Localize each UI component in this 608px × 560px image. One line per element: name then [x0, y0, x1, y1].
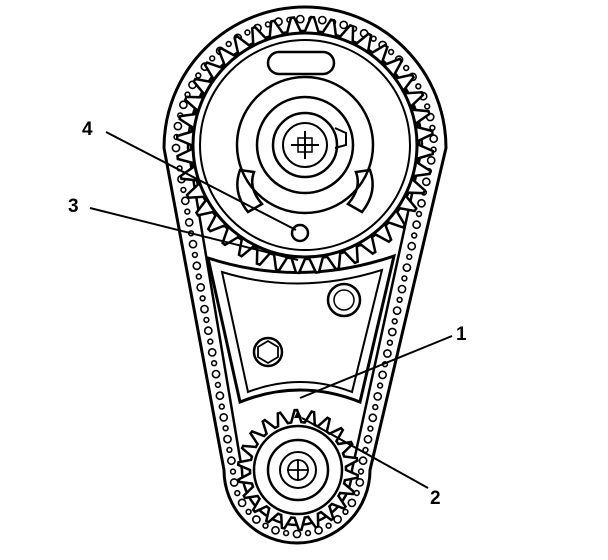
chain-link-pin — [195, 72, 202, 79]
chain-link-pin — [429, 134, 439, 144]
chain-link-pin — [378, 370, 387, 380]
crankshaft-sprocket — [236, 408, 360, 532]
camshaft-sprocket — [175, 15, 435, 275]
chain-link-pin — [373, 391, 383, 401]
chain-link-pin — [415, 83, 422, 90]
chain-link-pin — [339, 20, 349, 30]
chain-link-pin — [412, 220, 421, 230]
chain-link-pin — [402, 263, 412, 272]
chain-link-pin — [357, 468, 365, 475]
chain-link-pin — [237, 498, 247, 508]
chain-link-pin — [245, 508, 252, 515]
cam-timing-mark — [290, 223, 310, 243]
chain-link-pin — [403, 64, 410, 72]
chain-link-pin — [209, 55, 216, 62]
chain-link-pin — [226, 456, 236, 466]
chain-link-pin — [363, 434, 373, 444]
chain-link-pin — [426, 155, 436, 165]
chain-link-pin — [368, 413, 378, 423]
chain-guide — [205, 253, 397, 405]
chain-link-pin — [415, 210, 423, 218]
chain-link-pin — [397, 284, 407, 294]
chain-link-pin — [401, 275, 408, 282]
chain-link-pin — [358, 456, 368, 466]
chain-link-pin — [295, 14, 305, 24]
chain-link-pin — [386, 339, 394, 346]
chain-link-pin — [207, 347, 217, 357]
chain-link-pin — [391, 318, 398, 325]
chain-link-pin — [180, 186, 187, 194]
chain-link-pin — [223, 434, 232, 444]
chain-link-pin — [219, 412, 229, 422]
chain-link-pin — [355, 477, 365, 487]
chain-link-pin — [342, 508, 349, 515]
chain-link-pin — [251, 515, 261, 524]
chain-link-pin — [292, 529, 302, 539]
chain-link-pin — [387, 48, 395, 56]
chain-link-pin — [215, 391, 225, 401]
chain-link-pin — [199, 295, 206, 302]
chain-link-pin — [226, 446, 233, 454]
chain-link-pin — [271, 525, 280, 535]
chain-link-pin — [372, 403, 379, 411]
callout-3: 3 — [68, 196, 79, 217]
chain-link-pin — [317, 15, 327, 25]
callout-2: 2 — [430, 488, 441, 509]
chain-link-pin — [218, 403, 226, 410]
crank-timing-mark — [294, 410, 302, 418]
chain-link-pin — [214, 381, 222, 389]
chain-link-pin — [367, 425, 374, 432]
chain-link-pin — [211, 369, 221, 379]
chain-link-pin — [262, 522, 269, 529]
chain-link-pin — [382, 349, 392, 358]
callout-1: 1 — [456, 324, 467, 345]
chain-link-pin — [244, 29, 251, 36]
chain-link-pin — [184, 208, 191, 215]
chain-link-pin — [184, 217, 194, 227]
chain-link-pin — [195, 273, 203, 280]
chain-link-pin — [191, 251, 199, 259]
chain-link-pin — [392, 306, 402, 315]
chain-link-pin — [333, 515, 342, 524]
chain-link-pin — [396, 296, 403, 303]
chain-link-pin — [173, 121, 183, 131]
chain-link-pin — [304, 529, 312, 537]
chain-link-pin — [229, 478, 239, 487]
chain-link-pin — [407, 241, 417, 251]
chain-link-pin — [417, 198, 426, 208]
callout-leaders — [89, 131, 453, 489]
chain-link-pin — [200, 304, 209, 314]
chain-link-pin — [188, 239, 198, 249]
chain-link-pin — [234, 489, 241, 497]
chain-link-pin — [207, 338, 214, 345]
chain-link-pin — [192, 261, 202, 271]
chain-link-pin — [210, 360, 218, 367]
chain-link-pin — [196, 282, 206, 292]
chain-link-pin — [282, 529, 290, 537]
callout-4: 4 — [82, 119, 93, 140]
chain-link-pin — [229, 468, 237, 475]
chain-link-pin — [347, 498, 357, 508]
chain-link-pin — [180, 196, 190, 206]
chain-link-pin — [203, 326, 213, 336]
chain-link-pin — [171, 143, 181, 153]
chain-link-pin — [376, 382, 384, 389]
chain-link-pin — [222, 425, 229, 432]
chain-link-pin — [225, 40, 232, 48]
chain-link-pin — [424, 103, 431, 110]
chain-link-pin — [421, 177, 431, 187]
chain-link-pin — [406, 253, 413, 261]
chain-link-pin — [387, 327, 397, 337]
chain-link-pin — [203, 316, 210, 324]
chain-link-pin — [325, 522, 332, 529]
chain-link-pin — [411, 232, 418, 239]
chain-link-pin — [178, 100, 188, 110]
